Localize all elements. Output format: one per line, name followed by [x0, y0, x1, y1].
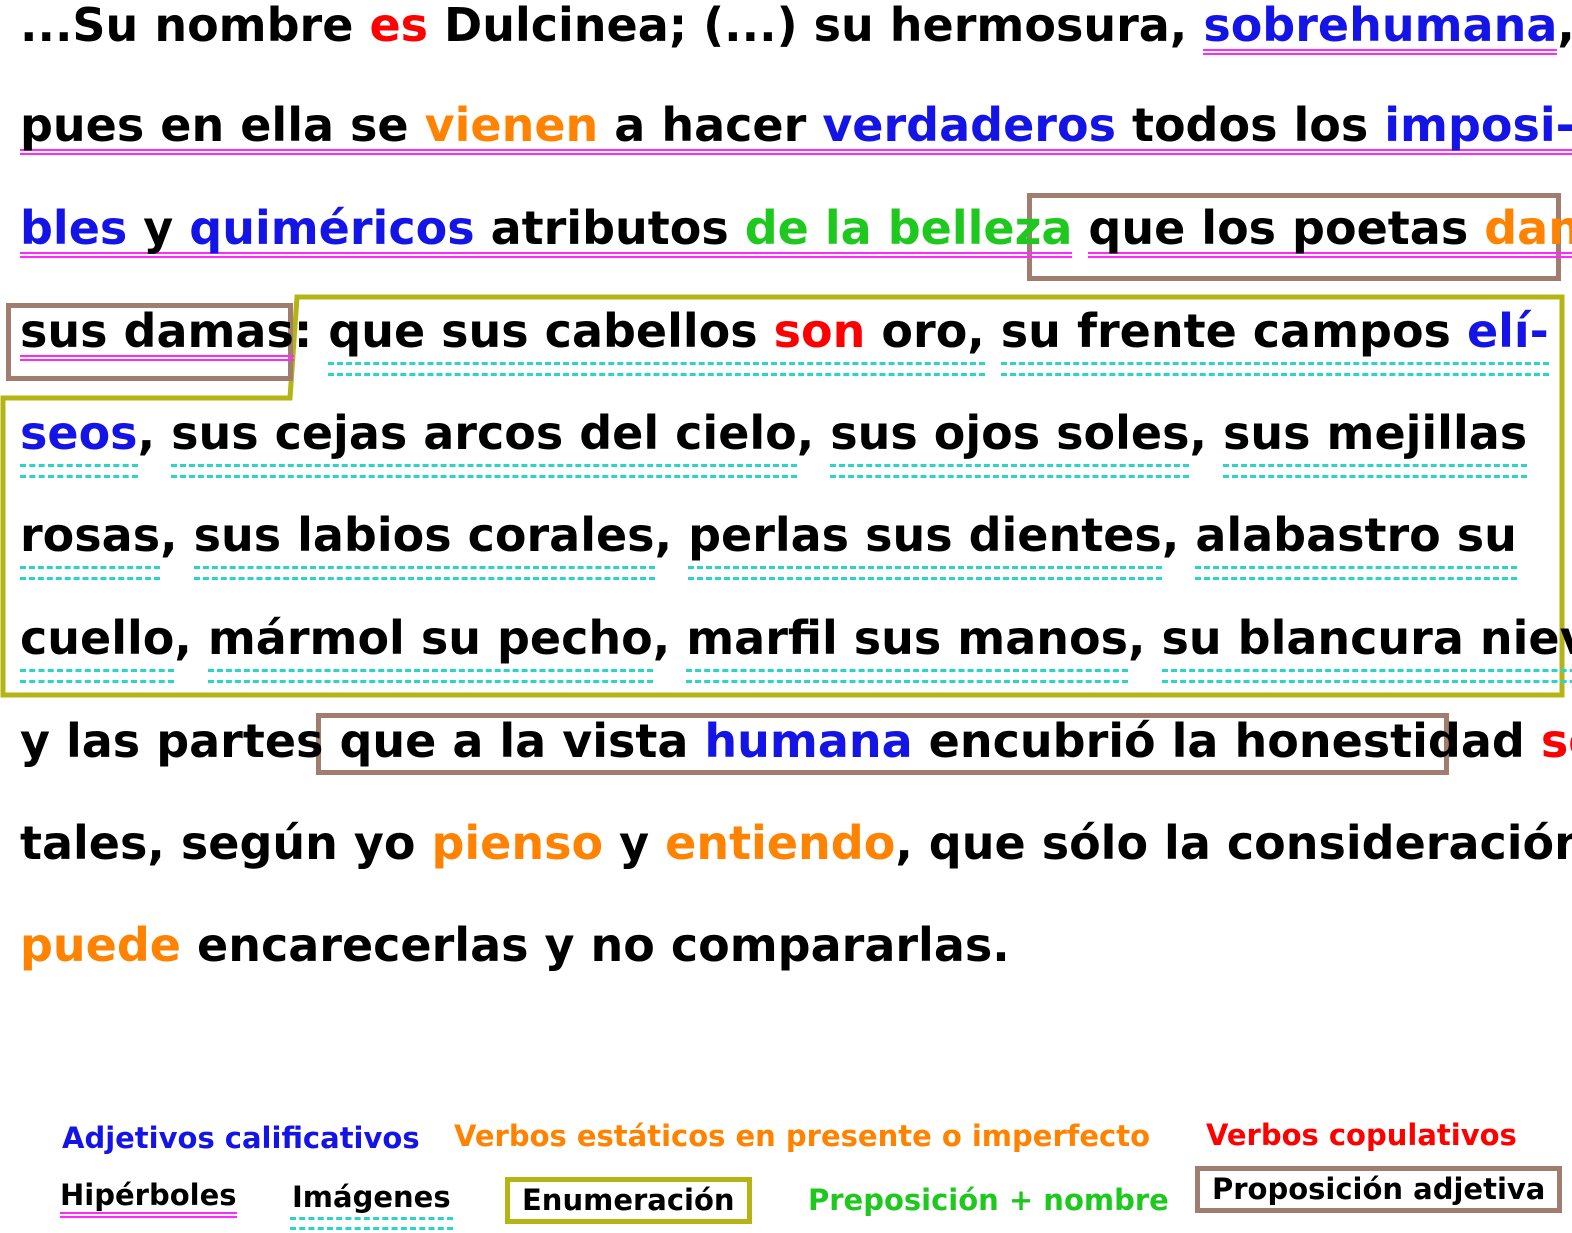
hyperbole-span: sus damas: [20, 308, 294, 361]
text-line-7: cuello, mármol su pecho, marfil sus mano…: [20, 611, 1572, 683]
image-span: sus mejillas: [1222, 406, 1528, 478]
proposition-box-damas: [6, 303, 293, 381]
image-span: perlas sus dientes: [688, 508, 1162, 580]
text-line-4: sus damas: que sus cabellos son oro, su …: [20, 304, 1549, 376]
static-verb: puede: [20, 918, 181, 972]
image-span: sus cejas arcos del cielo: [171, 406, 797, 478]
static-verb: entiendo: [665, 816, 896, 870]
static-verb: vienen: [424, 98, 599, 152]
hyperbole-span: bles y quiméricos atributos de la bellez…: [20, 201, 1073, 258]
hyperbole-span: pues en ella se vienen a hacer verdadero…: [20, 102, 1572, 155]
adjective-image: seos: [20, 406, 138, 478]
image-span: que sus cabellos son oro,: [328, 304, 985, 376]
legend-copulative-verbs: Verbos copulativos: [1206, 1118, 1517, 1152]
image-span: marfil sus manos: [686, 611, 1128, 683]
legend-adjectives: Adjetivos calificativos: [62, 1121, 420, 1155]
copulative-verb: son: [773, 304, 866, 358]
adjective: imposi-: [1384, 98, 1572, 152]
proposition-box-vista: [316, 713, 1449, 775]
static-verb: dan: [1484, 201, 1572, 255]
legend-enumeration: Enumeración: [505, 1177, 752, 1224]
text-line-5: seos, sus cejas arcos del cielo, sus ojo…: [20, 406, 1528, 478]
image-span: alabastro su: [1195, 508, 1517, 580]
adjective: humana: [704, 714, 913, 768]
text-line-10: puede encarecerlas y no compararlas.: [20, 918, 1010, 972]
legend-adjective-proposition: Proposición adjetiva: [1195, 1166, 1563, 1213]
legend-preposition-noun: Preposición + nombre: [808, 1183, 1169, 1217]
image-span: su blancura nieve: [1161, 615, 1572, 683]
static-verb: pienso: [431, 816, 604, 870]
adjective: verdaderos: [822, 98, 1116, 152]
copulative-verb: son: [1540, 714, 1572, 768]
text-line-3: bles y quiméricos atributos de la bellez…: [20, 205, 1572, 258]
image-span: rosas: [20, 508, 161, 580]
text-line-9: tales, según yo pienso y entiendo, que s…: [20, 816, 1572, 870]
copulative-verb: es: [369, 0, 429, 52]
adjective: bles: [20, 201, 128, 255]
text-line-6: rosas, sus labios corales, perlas sus di…: [20, 508, 1517, 580]
image-span: sus ojos soles: [830, 406, 1190, 478]
image-span: mármol su pecho: [207, 611, 653, 683]
legend-hyperboles: Hipérboles: [60, 1181, 237, 1218]
text-line-1: ...Su nombre es Dulcinea; (...) su hermo…: [20, 2, 1572, 55]
text-line-8: y las partes que a la vista humana encub…: [20, 718, 1572, 764]
adjective: elí-: [1466, 304, 1549, 358]
image-span: sus labios corales: [193, 508, 655, 580]
adjective-hyperbole: sobrehumana: [1203, 2, 1558, 55]
legend-static-verbs: Verbos estáticos en presente o imperfect…: [454, 1119, 1151, 1153]
image-span: su frente campos elí-: [1000, 304, 1549, 376]
adjective: quiméricos: [189, 201, 475, 255]
image-span: cuello: [20, 611, 175, 683]
text-line-2: pues en ella se vienen a hacer verdadero…: [20, 102, 1572, 155]
preposition-noun: de la belleza: [744, 201, 1073, 255]
legend-images: Imágenes: [290, 1180, 453, 1230]
hyperbole-span: que los poetas dan: [1088, 205, 1572, 258]
proposition-box-poetas: [1027, 193, 1561, 281]
